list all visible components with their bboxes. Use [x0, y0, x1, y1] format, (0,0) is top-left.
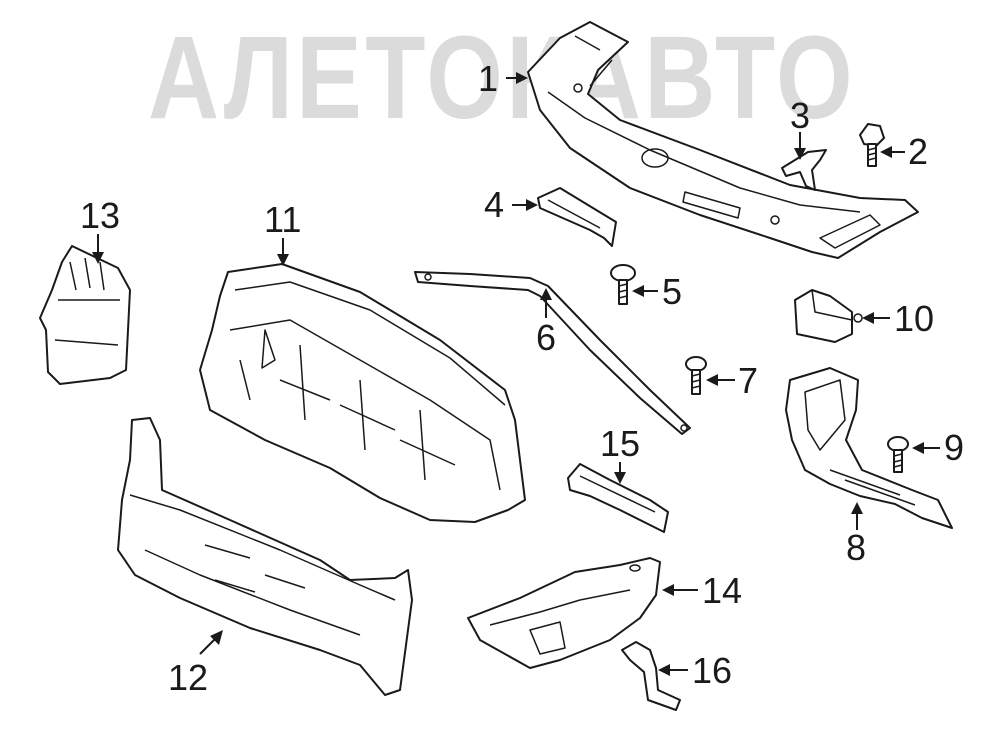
part-bracket-4: [537, 187, 617, 247]
part-clip-3: [781, 149, 827, 191]
part-side-deflector-13: [39, 245, 131, 385]
part-strap-16: [621, 641, 681, 711]
callout-15: 15: [600, 423, 640, 464]
callout-16: 16: [692, 650, 732, 691]
callout-4: 4: [484, 184, 504, 225]
watermark-logo: АЛЕТОКАВТО: [148, 12, 856, 144]
callout-2: 2: [908, 131, 928, 172]
part-bolt-9: [887, 436, 909, 473]
callout-7: 7: [738, 360, 758, 401]
part-upper-support-beam: [527, 21, 919, 259]
callout-12: 12: [168, 657, 208, 698]
part-air-deflector-8: [785, 367, 953, 529]
callout-11: 11: [264, 199, 301, 240]
callout-numbers: 1 2 3 4 5 6 7 8 9 10 11 12 13 14 15 16: [80, 58, 964, 698]
callout-9: 9: [944, 427, 964, 468]
part-bracket-15: [567, 463, 669, 533]
part-lower-duct-14: [467, 557, 661, 669]
part-bracket-10: [794, 289, 863, 343]
callout-13: 13: [80, 195, 120, 236]
leader-lines: [92, 72, 940, 676]
part-bolt-2: [859, 123, 885, 167]
callout-6: 6: [536, 317, 556, 358]
part-air-duct-frame-11: [199, 263, 526, 523]
callout-8: 8: [846, 527, 866, 568]
callout-10: 10: [894, 298, 934, 339]
callout-5: 5: [662, 271, 682, 312]
callout-3: 3: [790, 95, 810, 136]
callout-14: 14: [702, 570, 742, 611]
part-bolt-7: [685, 356, 707, 395]
part-screw-5: [610, 264, 636, 305]
callout-1: 1: [478, 58, 498, 99]
part-strut-6: [414, 271, 691, 435]
part-lower-panel-12: [117, 417, 413, 696]
svg-text:АЛЕТОКАВТО: АЛЕТОКАВТО: [148, 12, 856, 144]
